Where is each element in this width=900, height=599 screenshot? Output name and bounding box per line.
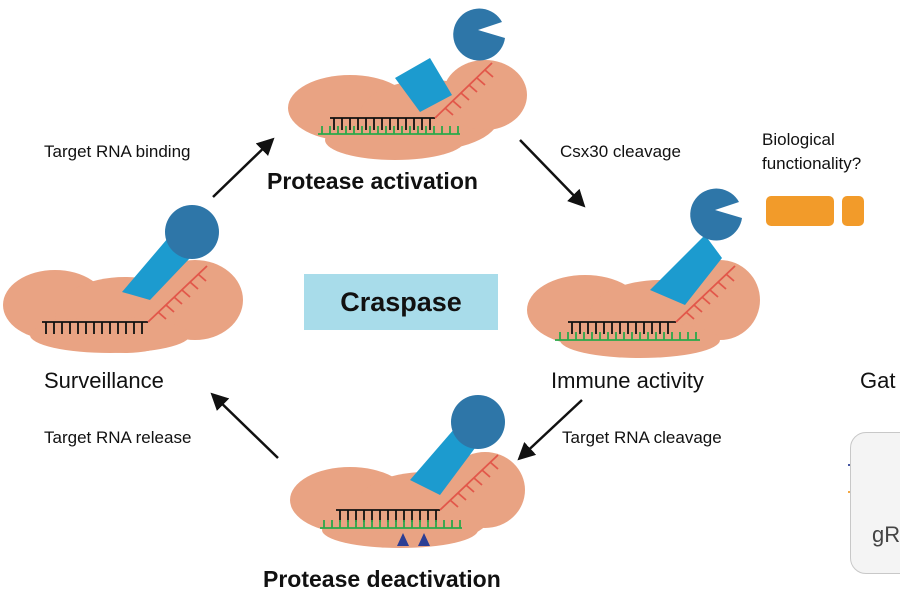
crrna-handle xyxy=(147,265,208,323)
linker xyxy=(395,58,452,112)
crrna-handle xyxy=(439,454,499,511)
cropped-side-panel xyxy=(850,432,900,574)
effector-head-closed xyxy=(451,395,505,449)
cleavage-site-markers xyxy=(397,533,430,546)
arrow-bottom-to-left xyxy=(210,392,279,459)
center-label: Craspase xyxy=(340,286,462,317)
target-rna xyxy=(320,520,462,529)
effector-head-closed xyxy=(165,205,219,259)
protein-body xyxy=(290,452,525,548)
target-rna xyxy=(555,332,700,341)
protein-body xyxy=(3,260,243,353)
complex-surveillance xyxy=(3,205,243,353)
side-note-line1: Biological xyxy=(762,130,835,149)
complex-immune-activity xyxy=(527,188,760,358)
pacman-head xyxy=(453,8,505,61)
crrna-strand xyxy=(330,117,435,130)
complex-protease-deactivation xyxy=(290,395,525,548)
transition-label-csx30: Csx30 cleavage xyxy=(560,142,681,161)
side-note-line2: functionality? xyxy=(762,154,862,173)
linker xyxy=(410,428,475,495)
linker xyxy=(122,238,190,300)
cropped-label-gr: gR xyxy=(872,522,900,547)
transition-label-release: Target RNA release xyxy=(44,428,192,447)
complex-protease-activation xyxy=(288,8,527,160)
arrow-right-to-bottom xyxy=(517,399,583,461)
crrna-strand xyxy=(568,321,676,334)
cleaved-fragment xyxy=(766,196,864,226)
state-label-top: Protease activation xyxy=(267,168,478,194)
arrow-top-to-right xyxy=(519,139,586,208)
state-label-right: Immune activity xyxy=(551,368,704,393)
crrna-handle xyxy=(434,62,494,119)
crrna-strand xyxy=(42,321,148,334)
target-rna xyxy=(318,126,460,135)
arrow-left-to-top xyxy=(212,137,275,198)
crrna-handle xyxy=(675,265,736,323)
state-label-bottom: Protease deactivation xyxy=(263,566,501,592)
cropped-label-gat: Gat xyxy=(860,368,896,393)
transition-label-cleavage: Target RNA cleavage xyxy=(562,428,722,447)
linker xyxy=(650,235,722,305)
state-label-left: Surveillance xyxy=(44,368,164,393)
transition-label-binding: Target RNA binding xyxy=(44,142,191,161)
center-label-box: Craspase xyxy=(304,274,498,330)
pacman-head xyxy=(690,188,742,241)
